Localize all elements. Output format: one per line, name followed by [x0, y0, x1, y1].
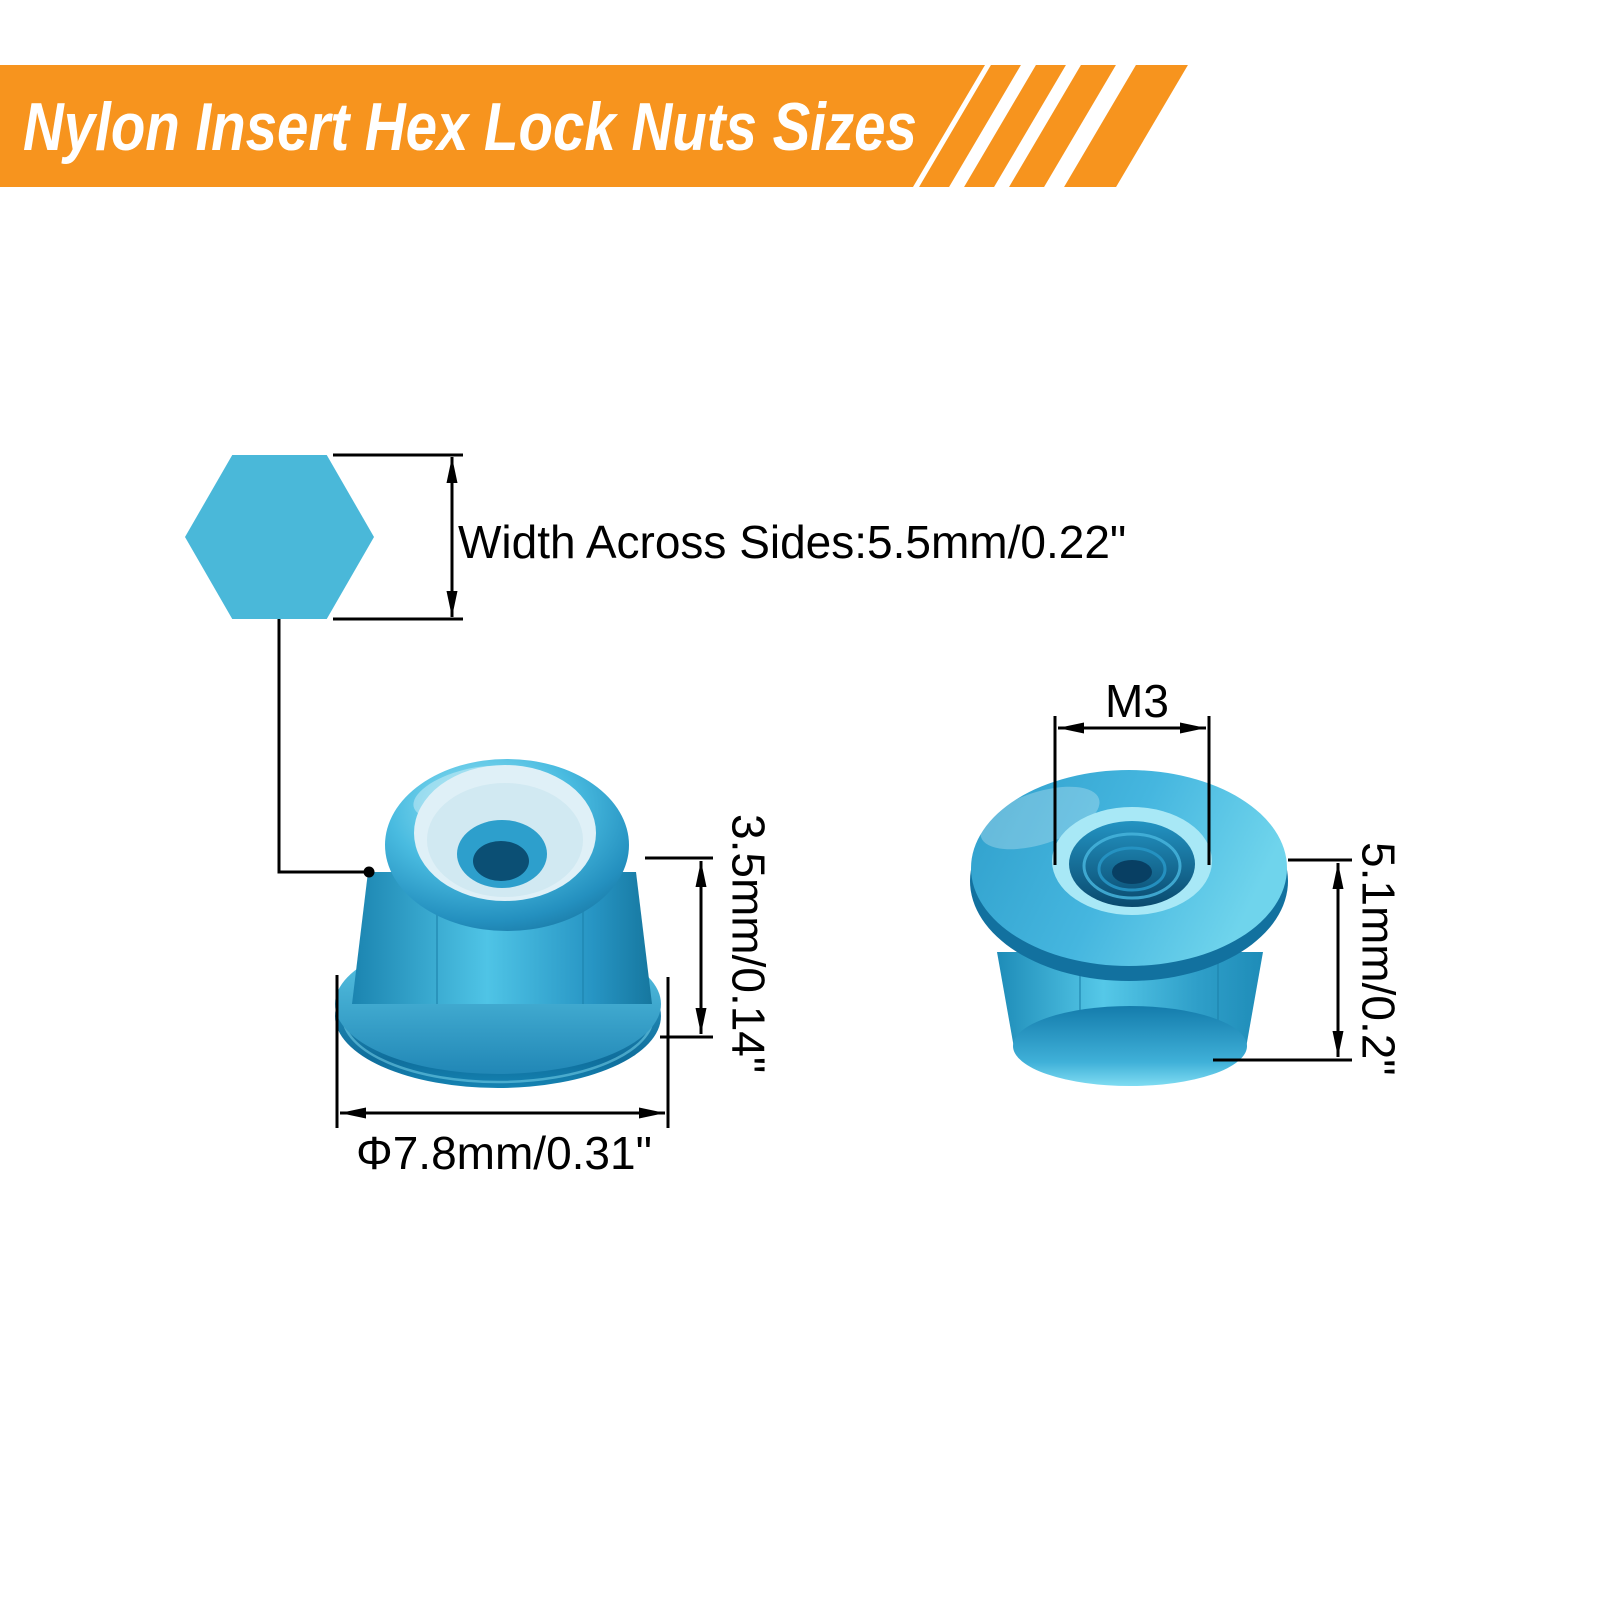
- right-nut-photo: [970, 770, 1288, 1086]
- width-across-sides-label: Width Across Sides:5.5mm/0.22": [458, 516, 1127, 568]
- right-height-dimension: [1213, 858, 1352, 1062]
- banner-background: [0, 65, 985, 187]
- hexagon-leader-line: [277, 619, 375, 878]
- leader-dot: [363, 866, 375, 878]
- left-nut-photo: [335, 759, 661, 1088]
- left-diameter-dimension: [335, 975, 670, 1128]
- left-nut-diameter-label: Φ7.8mm/0.31": [356, 1127, 652, 1179]
- right-nut-height-label: 5.1mm/0.2": [1352, 842, 1405, 1076]
- left-nut-height-label: 3.5mm/0.14": [722, 814, 775, 1074]
- thread-size-label: M3: [1105, 675, 1169, 727]
- width-across-sides-dimension: [333, 453, 463, 621]
- title-banner: Nylon Insert Hex Lock Nuts Sizes: [0, 65, 1600, 187]
- thread-size-dimension: [1053, 716, 1211, 865]
- page-title: Nylon Insert Hex Lock Nuts Sizes: [23, 89, 917, 165]
